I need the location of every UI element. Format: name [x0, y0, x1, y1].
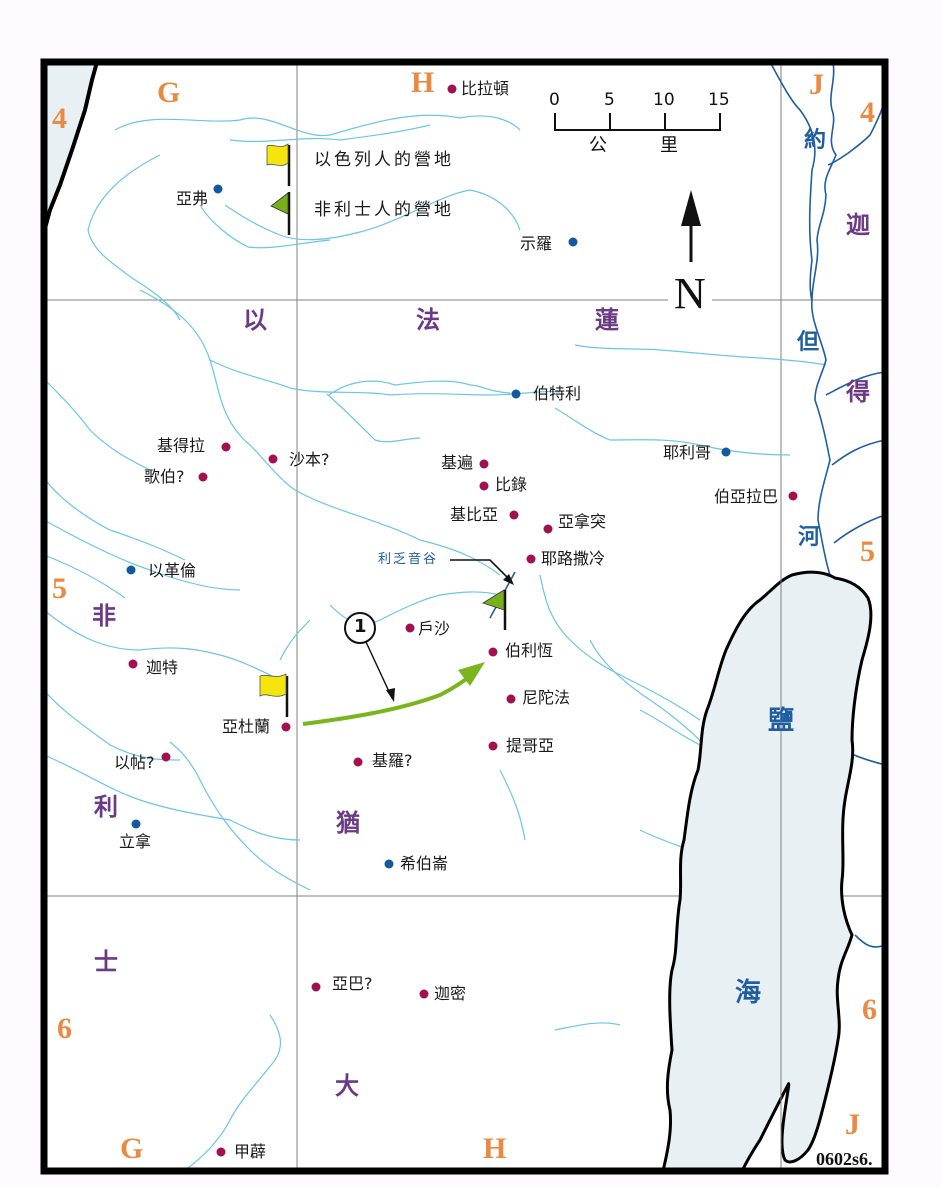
israel-camp-flag-icon	[259, 673, 289, 717]
map-code: 0602s6.	[816, 1149, 873, 1169]
map-frame	[40, 58, 889, 1175]
region-philistia-1: 非	[92, 602, 116, 630]
scale-tick-15: 15	[708, 90, 730, 110]
route-marker-number: 1	[354, 616, 367, 637]
town-label: 亞杜蘭	[222, 717, 271, 736]
dead-sea-label-1: 鹽	[768, 706, 795, 736]
region-philistia-2: 利	[94, 793, 118, 821]
town-label: 亞拿突	[558, 512, 607, 531]
town-label: 歌伯?	[144, 467, 185, 486]
wadis	[43, 114, 827, 1171]
region-ephraim-1: 以	[243, 306, 267, 334]
town-label: 立拿	[119, 832, 152, 851]
region-judah-2: 大	[335, 1072, 359, 1100]
town-label: 基比亞	[450, 505, 499, 524]
dead-sea-label-2: 海	[735, 978, 762, 1008]
israel-flag-legend-icon	[266, 143, 291, 186]
grid-col-top-j: J	[809, 68, 824, 101]
town-label: 基得拉	[157, 436, 206, 455]
legend-israel-camp: 以色列人的營地	[314, 150, 454, 170]
scale-tick-5: 5	[604, 90, 615, 110]
town-label: 甲薜	[234, 1142, 267, 1161]
town-label: 伯亞拉巴	[714, 487, 779, 506]
grid-row-left-4: 4	[52, 102, 67, 135]
town-label: 耶利哥	[663, 443, 712, 462]
town-label: 耶路撒冷	[541, 549, 606, 568]
town-label: 以帖?	[114, 753, 155, 772]
north-label: N	[674, 269, 706, 318]
town-label: 尼陀法	[522, 688, 571, 707]
town-label: 基遍	[441, 453, 474, 472]
town-label: 戶沙	[418, 619, 451, 638]
scale-unit-1: 公	[589, 135, 607, 156]
grid-row-right-4: 4	[860, 96, 875, 129]
town-dots	[126, 84, 798, 1157]
town-label: 亞弗	[176, 189, 209, 208]
dead-sea	[661, 570, 873, 1173]
region-judah-1: 猶	[336, 809, 360, 837]
david-route-arrow-icon	[302, 662, 485, 726]
town-label: 希伯崙	[400, 854, 449, 873]
town-label: 示羅	[520, 234, 553, 253]
town-label: 比拉頓	[461, 79, 510, 98]
town-label: 迦密	[434, 984, 467, 1003]
valley-pointer-arrow-icon	[450, 559, 514, 585]
jordan-label-1: 約	[804, 128, 827, 153]
town-label: 亞巴?	[332, 974, 373, 993]
grid-row-left-6: 6	[57, 1012, 72, 1045]
region-gilead-2: 得	[846, 378, 870, 406]
grid-col-top-g: G	[157, 76, 181, 109]
jordan-label-2: 但	[797, 330, 820, 355]
town-label: 以革倫	[148, 561, 197, 580]
rephaim-valley-label: 利乏音谷	[378, 552, 439, 567]
grid-row-left-5: 5	[52, 572, 67, 605]
town-label: 伯利恆	[505, 641, 554, 660]
scale-tick-0: 0	[549, 90, 560, 110]
region-ephraim-3: 蓮	[595, 306, 619, 334]
route-marker-circle-icon	[344, 612, 395, 702]
jordan-label-3: 河	[798, 525, 821, 550]
town-label: 基羅?	[372, 751, 413, 770]
grid-col-top-h: H	[411, 66, 435, 99]
town-label: 迦特	[146, 658, 179, 677]
grid-col-bottom-g: G	[120, 1132, 144, 1165]
coastline	[42, 61, 99, 233]
legend-philistine-camp: 非利士人的營地	[314, 200, 454, 220]
scale-tick-10: 10	[653, 90, 675, 110]
town-label: 比錄	[495, 475, 528, 494]
grid-col-bottom-h: H	[483, 1132, 507, 1165]
region-philistia-3: 士	[94, 948, 118, 976]
town-label: 提哥亞	[506, 736, 555, 755]
town-label: 沙本?	[289, 450, 330, 469]
grid-row-right-6: 6	[862, 993, 877, 1026]
north-arrow-icon	[681, 190, 701, 262]
philistine-camp-flag-icon	[482, 589, 507, 630]
philistine-flag-legend-icon	[270, 192, 291, 235]
region-ephraim-2: 法	[416, 306, 440, 334]
town-label: 伯特利	[533, 384, 582, 403]
grid-row-right-5: 5	[860, 535, 875, 568]
scale-unit-2: 里	[660, 135, 678, 156]
scale-bar	[554, 113, 721, 131]
region-gilead-1: 迦	[846, 211, 870, 239]
grid-col-bottom-j: J	[845, 1108, 860, 1141]
